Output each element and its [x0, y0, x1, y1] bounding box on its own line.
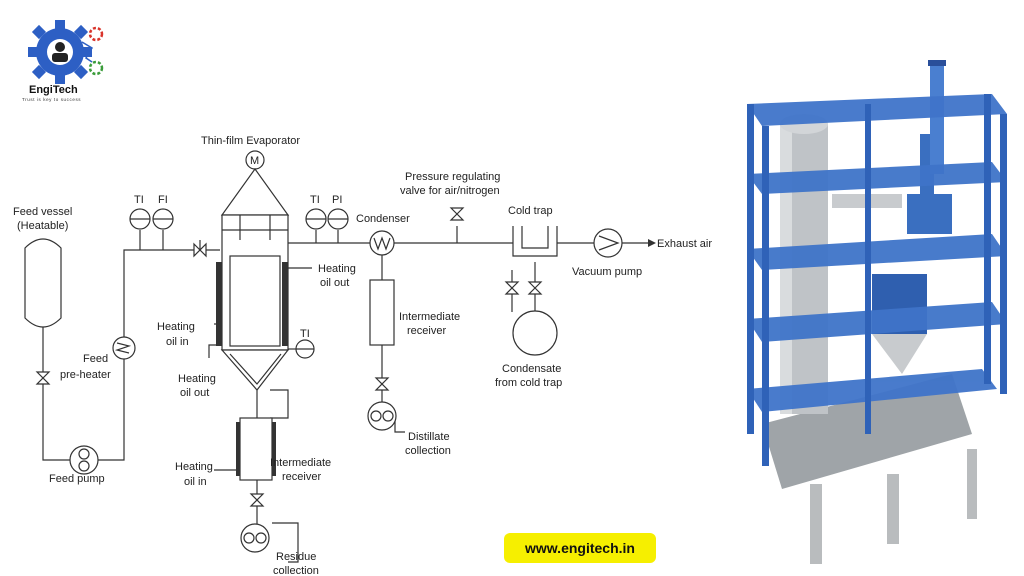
intermediate-receiver-lower [236, 417, 276, 481]
pi-label: PI [332, 194, 342, 206]
instrument-fi [152, 208, 174, 230]
valve-icon [527, 281, 543, 295]
vacuum-pump-label: Vacuum pump [572, 266, 642, 278]
ti-label-3: TI [300, 328, 310, 340]
brand-name: EngiTech [29, 84, 78, 96]
engitech-logo [28, 20, 104, 84]
valve-icon [449, 207, 465, 221]
small-gear-icon [81, 26, 104, 76]
pressure-valve-label: Pressure regulating [405, 171, 500, 183]
distillate-label: Distillate [408, 431, 450, 443]
heating-oil-out-sublabel-2: oil out [180, 387, 209, 399]
instrument-ti-1 [129, 208, 151, 230]
heating-oil-in-label: Heating [157, 321, 195, 333]
exhaust-air-label: Exhaust air [657, 238, 712, 250]
instrument-ti-2 [305, 208, 327, 230]
feed-preheater-label: Feed [83, 353, 108, 365]
intermediate-receiver-lower-sublabel: receiver [282, 471, 321, 483]
pressure-valve-sublabel: valve for air/nitrogen [400, 185, 500, 197]
condensate-sublabel: from cold trap [495, 377, 562, 389]
feed-preheater-sublabel: pre-heater [60, 369, 111, 381]
intermediate-receiver-upper-label: Intermediate [399, 311, 460, 323]
motor-label: M [250, 155, 259, 167]
instrument-ti-3 [295, 339, 315, 359]
valve-icon [193, 240, 207, 258]
intermediate-receiver-upper-sublabel: receiver [407, 325, 446, 337]
heating-oil-in-label-2: Heating [175, 461, 213, 473]
ti-label-2: TI [310, 194, 320, 206]
condenser-label: Condenser [356, 213, 410, 225]
residue-sublabel: collection [273, 565, 319, 576]
condenser-icon [369, 230, 395, 256]
heating-oil-out-sublabel: oil out [320, 277, 349, 289]
intermediate-receiver-upper [369, 279, 395, 346]
cold-trap-label: Cold trap [508, 205, 553, 217]
pump-icon [367, 401, 397, 431]
valve-icon [374, 377, 390, 391]
distillate-sublabel: collection [405, 445, 451, 457]
pump-icon [240, 523, 270, 553]
instrument-pi [327, 208, 349, 230]
plant-3d-render [722, 44, 1024, 576]
ti-label-1: TI [134, 194, 144, 206]
evaporator-label: Thin-film Evaporator [201, 135, 300, 147]
feed-pump-label: Feed pump [49, 473, 105, 485]
valve-icon [504, 281, 520, 295]
valve-icon [249, 493, 265, 507]
piping [42, 226, 656, 563]
valve-icon [35, 371, 51, 385]
vacuum-pump-icon [593, 228, 623, 258]
heating-oil-out-label-2: Heating [178, 373, 216, 385]
heating-oil-out-label: Heating [318, 263, 356, 275]
process-diagram: Feed vessel (Heatable) Feed pump Feed pr… [13, 135, 712, 576]
condensate-label: Condensate [502, 363, 561, 375]
pump-icon [69, 445, 99, 475]
feed-vessel: Feed vessel (Heatable) [13, 206, 72, 328]
evaporator [216, 167, 290, 391]
condensate-vessel [512, 310, 558, 356]
brand-tagline: Trust is key to success [22, 97, 82, 102]
heating-oil-in-sublabel: oil in [166, 336, 189, 348]
cold-trap [512, 226, 558, 257]
intermediate-receiver-lower-label: Intermediate [270, 457, 331, 469]
residue-label: Residue [276, 551, 316, 563]
motor-icon: M [245, 150, 265, 170]
website-link[interactable]: www.engitech.in [504, 533, 656, 563]
heat-exchanger-icon [112, 336, 136, 360]
feed-vessel-label: Feed vessel [13, 206, 72, 218]
feed-vessel-sublabel: (Heatable) [17, 220, 68, 232]
fi-label: FI [158, 194, 168, 206]
heating-oil-in-sublabel-2: oil in [184, 476, 207, 488]
